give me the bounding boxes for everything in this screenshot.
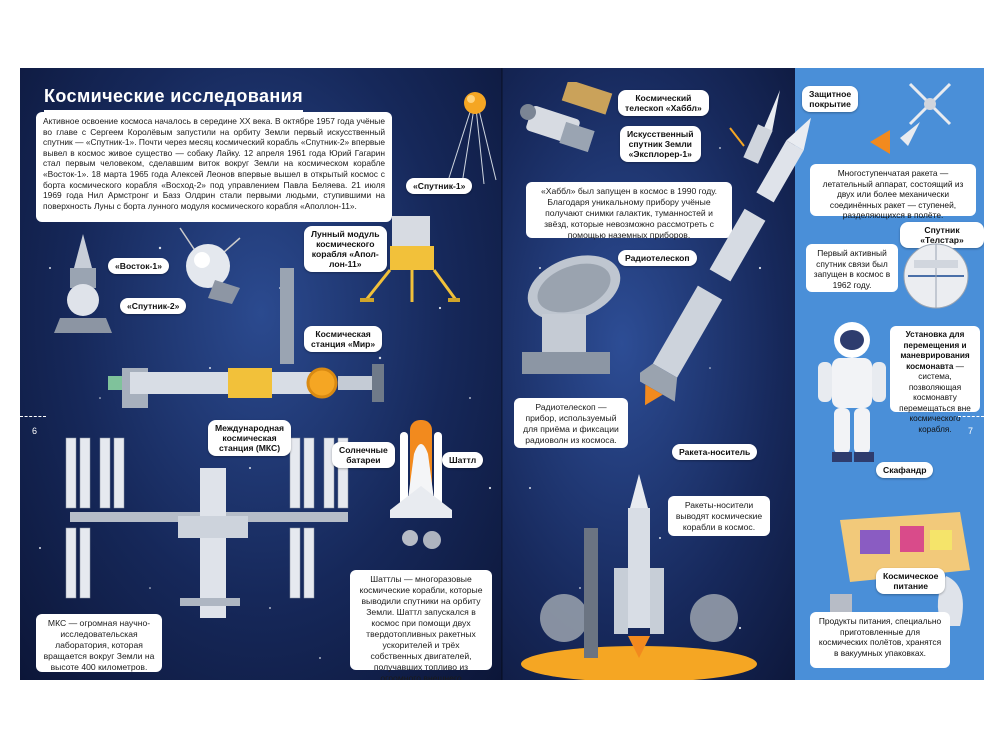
label-telstar: Спутник «Телстар» [900,222,984,248]
iss-description: МКС — огромная научно-исследовательская … [36,614,162,672]
space-food-description: Продукты питания, специально приготовлен… [810,612,950,668]
label-sputnik-2: «Спутник-2» [120,298,187,314]
radio-telescope-description: Радиотелескоп — прибор, используемый для… [514,398,628,448]
mir-station-illustration [108,268,384,408]
label-protective-coating: Защитное покрытие [802,86,859,112]
label-hubble: Космический телескоп «Хаббл» [618,90,709,116]
label-vostok-1: «Восток-1» [108,258,169,274]
vostok-1-illustration [54,234,112,333]
label-spacesuit: Скафандр [876,462,934,478]
lunar-module-illustration [360,216,460,302]
label-launch-vehicle: Ракета-носитель [672,444,758,460]
label-explorer-1: Искусственный спутник Земли «Эксплорер-1… [620,126,701,162]
sputnik-1-illustration [447,92,497,185]
satellite-icon [908,82,952,126]
book-spread: Космические исследования Активное освоен… [20,68,984,680]
page-number-right: 7 [968,426,974,436]
launch-vehicle-illustration [521,474,757,680]
label-shuttle: Шаттл [442,452,484,468]
multistage-rocket-illustration [640,117,811,406]
sputnik-2-illustration [179,227,241,304]
space-food-illustration [830,512,970,626]
label-space-food: Космическое питание [876,568,946,594]
shuttle-illustration [390,420,452,549]
label-mir-station: Космическая станция «Мир» [304,326,383,352]
mmu-description: Установка для перемещения и маневрирован… [890,326,980,434]
label-solar-batteries: Солнечные батареи [332,442,395,468]
book-gutter [501,68,503,680]
hubble-description: «Хаббл» был запущен в космос в 1990 году… [526,182,732,240]
telstar-description: Первый активный спутник связи был запуще… [806,244,898,292]
radio-telescope-illustration [522,255,621,374]
rocket-stage-separation-illustration [870,122,920,154]
label-lunar-module: Лунный модуль космического корабля «Апол… [304,226,387,272]
mmu-text: — система, позволяющая космонавту переме… [899,361,971,434]
mmu-title: Установка для перемещения и маневрирован… [900,330,970,371]
iss-illustration [65,437,349,618]
astronaut-spacesuit-illustration [818,322,886,462]
explorer-1-illustration [729,90,780,164]
label-radio-telescope: Радиотелескоп [618,250,697,266]
label-iss: Международная космическая станция (МКС) [208,420,292,456]
shuttle-description: Шаттлы — многоразовые космические корабл… [350,570,492,680]
intro-text: Активное освоение космоса началось в сер… [36,112,392,222]
page-number-left: 6 [32,426,38,436]
page-marker-left [20,416,46,417]
page-marker-right [958,416,984,417]
launch-vehicle-description: Ракеты-носители выводят космические кора… [668,496,770,536]
telstar-satellite-illustration [903,243,969,309]
multistage-rocket-description: Многоступенчатая ракета — летательный ап… [810,164,976,220]
page-title: Космические исследования [44,86,304,113]
hubble-telescope-illustration [520,82,613,153]
label-sputnik-1: «Спутник-1» [406,178,473,194]
